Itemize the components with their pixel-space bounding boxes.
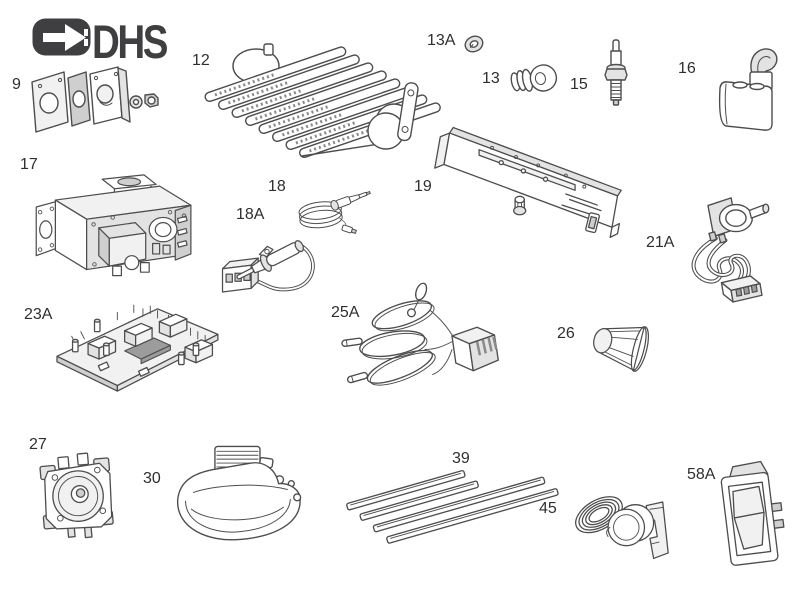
control-bracket-drawing — [434, 126, 622, 239]
part-15: 15 — [566, 38, 628, 108]
burner-assembly-drawing — [204, 43, 441, 158]
part-label-25A: 25A — [331, 304, 360, 321]
part-9: 9 — [8, 60, 163, 135]
thermocouple-drawing — [298, 191, 371, 234]
insulation-strips-drawing — [345, 469, 560, 545]
gasket-plate-set-drawing — [31, 66, 159, 133]
part-label-12: 12 — [192, 52, 210, 69]
part-16: 16 — [676, 44, 782, 131]
part-label-18: 18 — [268, 178, 286, 195]
part-label-23A: 23A — [24, 306, 53, 323]
part-17: 17 — [14, 148, 206, 280]
arrow-right-badge-icon — [32, 18, 91, 56]
part-21A: 21A — [644, 192, 794, 304]
part-label-21A: 21A — [646, 234, 675, 251]
part-27: 27 — [24, 428, 130, 540]
part-label-18A: 18A — [236, 206, 265, 223]
part-label-39: 39 — [452, 450, 470, 467]
part-13A: 13A — [424, 30, 486, 58]
logo-text: DHS — [92, 15, 168, 68]
pressure-switch-drawing — [39, 452, 114, 539]
part-label-15: 15 — [570, 76, 588, 93]
part-label-17: 17 — [20, 156, 38, 173]
control-knob-drawing — [593, 326, 650, 372]
part-23A: 23A — [20, 294, 230, 394]
ignition-electrode-lead-drawing — [221, 240, 315, 293]
sensor-harness-drawing — [340, 282, 499, 386]
part-30: 30 — [140, 436, 308, 544]
part-18A: 18A — [218, 202, 326, 300]
electrode-drawing — [604, 39, 628, 106]
part-label-30: 30 — [143, 470, 161, 487]
injector-washer-drawing — [464, 35, 484, 53]
part-13: 13 — [478, 58, 560, 100]
part-label-45: 45 — [539, 500, 557, 517]
part-label-9: 9 — [12, 76, 21, 93]
part-label-13A: 13A — [427, 32, 456, 49]
potentiometer-harness-drawing — [691, 197, 770, 303]
gas-valve-drawing — [35, 174, 192, 277]
part-45: 45 — [532, 476, 672, 568]
control-pcb-drawing — [56, 304, 219, 392]
part-label-19: 19 — [414, 178, 432, 195]
dhs-logo: DHS — [26, 8, 266, 68]
rocker-switch-drawing — [720, 460, 785, 566]
igniter-assembly-drawing — [575, 496, 669, 560]
part-39: 39 — [334, 444, 560, 545]
part-12: 12 — [190, 34, 441, 158]
part-label-58A: 58A — [687, 466, 716, 483]
fan-assembly-drawing — [177, 445, 302, 541]
injector-drawing — [510, 64, 558, 92]
part-label-26: 26 — [557, 325, 575, 342]
part-25A: 25A — [326, 280, 506, 392]
part-19: 19 — [412, 116, 634, 242]
part-label-13: 13 — [482, 70, 500, 87]
part-26: 26 — [550, 312, 662, 374]
part-18: 18 — [262, 174, 371, 234]
part-label-27: 27 — [29, 436, 47, 453]
part-label-16: 16 — [678, 60, 696, 77]
sensor-bracket-drawing — [718, 48, 778, 131]
part-58A: 58A — [680, 448, 792, 582]
